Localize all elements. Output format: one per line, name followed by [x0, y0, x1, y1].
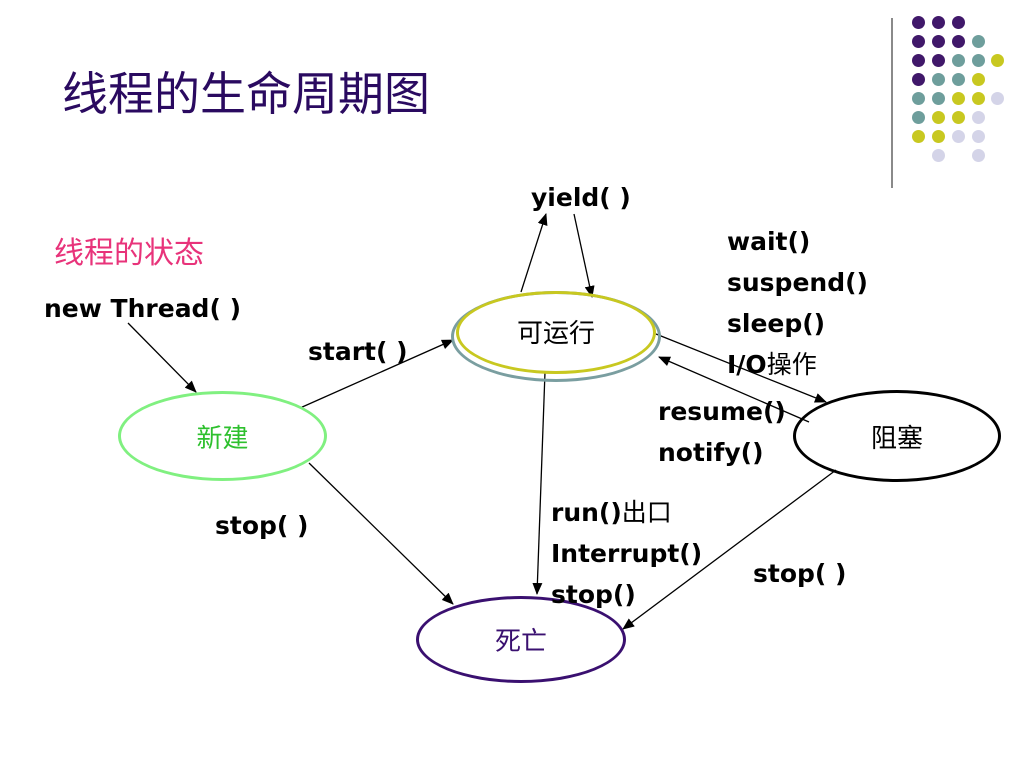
- label-exit: 出口: [621, 498, 672, 527]
- decorative-dot: [972, 130, 985, 143]
- decorative-dot: [912, 54, 925, 67]
- label-exit-methods: run()出口 Interrupt() stop(): [551, 492, 702, 615]
- subtitle: 线程的状态: [54, 236, 204, 271]
- decorative-dot: [952, 130, 965, 143]
- arrow-from-blocked: [658, 356, 810, 423]
- label-start: start( ): [308, 337, 408, 366]
- decorative-dot: [952, 54, 965, 67]
- decorative-dot: [912, 35, 925, 48]
- decorative-dot: [912, 111, 925, 124]
- arrow-yield-down: [573, 213, 595, 298]
- label-notify: notify(): [658, 438, 764, 467]
- decorative-dot: [972, 35, 985, 48]
- label-io: I/O: [727, 350, 767, 379]
- decorative-dot: [932, 111, 945, 124]
- decorative-dot: [932, 130, 945, 143]
- state-blocked-label: 阻塞: [870, 423, 923, 454]
- decorative-dot: [952, 92, 965, 105]
- state-blocked: 阻塞: [793, 390, 1001, 482]
- decorative-dot: [972, 111, 985, 124]
- decorative-dot: [912, 73, 925, 86]
- label-op: 操作: [766, 350, 817, 379]
- label-run-exit: run()出口: [551, 492, 702, 533]
- decorative-dot: [932, 73, 945, 86]
- label-stop-from-blocked: stop( ): [753, 559, 847, 588]
- label-new-thread: new Thread( ): [44, 294, 242, 323]
- label-sleep: sleep(): [727, 309, 826, 338]
- decorative-dot: [932, 16, 945, 29]
- label-stop: stop(): [551, 580, 636, 609]
- label-io-op: I/O操作: [727, 344, 868, 385]
- label-yield: yield( ): [531, 183, 631, 212]
- arrow-yield-up: [520, 213, 548, 293]
- decorative-dot: [972, 73, 985, 86]
- decorative-dot: [952, 35, 965, 48]
- decorative-dot: [952, 73, 965, 86]
- arrow-new-to-dead: [308, 462, 454, 605]
- decorative-dot: [952, 16, 965, 29]
- label-run: run(): [551, 498, 622, 527]
- label-unblock-methods: resume() notify(): [658, 391, 786, 473]
- state-runnable: 可运行: [451, 291, 661, 382]
- label-stop-from-new: stop( ): [215, 511, 309, 540]
- decorative-divider: [891, 18, 893, 188]
- state-runnable-inner-ring: [456, 291, 656, 374]
- state-new-label: 新建: [196, 423, 249, 454]
- decorative-dot: [972, 92, 985, 105]
- decorative-dot: [952, 111, 965, 124]
- arrow-blocked-to-dead: [622, 469, 837, 630]
- state-runnable-label: 可运行: [516, 319, 595, 349]
- page-title: 线程的生命周期图: [62, 67, 430, 121]
- decorative-dot: [932, 35, 945, 48]
- decorative-dot: [912, 130, 925, 143]
- decorative-dot: [932, 54, 945, 67]
- arrow-start: [299, 339, 454, 409]
- arrow-new-thread: [127, 322, 197, 393]
- decorative-dot: [932, 149, 945, 162]
- decorative-dot: [991, 92, 1004, 105]
- arrow-runnable-to-dead: [532, 371, 546, 595]
- state-new: 新建: [118, 391, 327, 481]
- label-wait: wait(): [727, 227, 811, 256]
- label-block-methods: wait() suspend() sleep() I/O操作: [727, 221, 868, 385]
- state-dead: 死亡: [416, 596, 626, 683]
- decorative-dot: [972, 54, 985, 67]
- label-interrupt: Interrupt(): [551, 539, 703, 568]
- label-suspend: suspend(): [727, 268, 868, 297]
- decorative-dot: [912, 92, 925, 105]
- decorative-dot: [932, 92, 945, 105]
- arrow-to-blocked: [655, 333, 827, 403]
- decorative-dot: [912, 16, 925, 29]
- decorative-dot: [972, 149, 985, 162]
- decorative-dot: [991, 54, 1004, 67]
- label-resume: resume(): [658, 397, 786, 426]
- state-dead-label: 死亡: [494, 627, 547, 657]
